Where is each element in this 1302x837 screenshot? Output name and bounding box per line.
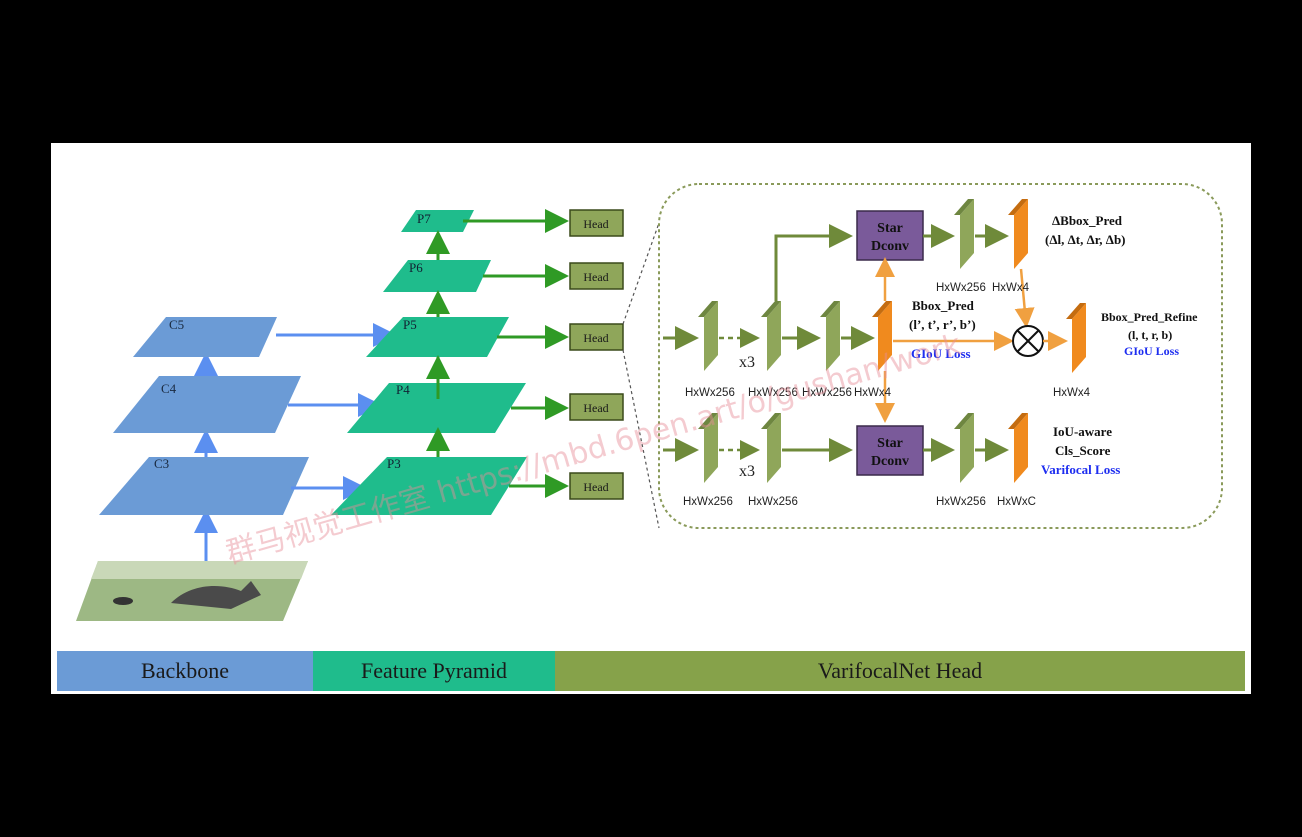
dim-refine-out: HxWx4 xyxy=(1053,387,1091,399)
pyramid-p5: P5 xyxy=(366,317,509,357)
dim-top-star-out: HxWx256 xyxy=(936,282,986,294)
x3-top-label: x3 xyxy=(739,354,755,371)
top-star-out-feature xyxy=(954,199,974,269)
bbox-refine-vars: (l, t, r, b) xyxy=(1128,328,1172,342)
p3-label: P3 xyxy=(387,456,401,471)
giou-loss-2: GIoU Loss xyxy=(1124,344,1179,358)
head-p7: Head xyxy=(569,209,624,237)
star-dconv-top-label-2: Dconv xyxy=(871,239,909,254)
dim-top-mid1: HxWx256 xyxy=(748,387,798,399)
x3-bottom-label: x3 xyxy=(739,463,755,480)
bbox-pred-title: Bbox_Pred xyxy=(912,298,975,313)
bottom-input-feature xyxy=(698,413,718,483)
star-dconv-bottom: Star Dconv xyxy=(856,425,924,476)
input-image xyxy=(76,561,308,621)
pyramid-p4: P4 xyxy=(347,382,526,433)
p5-label: P5 xyxy=(403,317,417,332)
star-dconv-top-label-1: Star xyxy=(877,221,903,236)
bbox-refine-feature xyxy=(1066,303,1086,373)
p4-label: P4 xyxy=(396,382,410,397)
head-detail-panel xyxy=(658,183,1223,529)
dim-top-mid2: HxWx256 xyxy=(802,387,852,399)
pyramid-p6: P6 xyxy=(383,260,491,292)
dim-top-bbox: HxWx4 xyxy=(854,387,892,399)
head-label: Head xyxy=(583,217,608,231)
diagram-canvas: C3 C4 C5 P3 P4 P5 P6 P7 xyxy=(51,143,1251,694)
star-dconv-top: Star Dconv xyxy=(856,210,924,261)
delta-bbox-vars: (Δl, Δt, Δr, Δb) xyxy=(1045,232,1126,247)
pyramid-p7: P7 xyxy=(401,210,474,232)
head-p6: Head xyxy=(569,262,624,290)
legend-varifocal-head: VarifocalNet Head xyxy=(555,651,1245,691)
head-label: Head xyxy=(583,331,608,345)
dim-top-in: HxWx256 xyxy=(685,387,735,399)
c3-label: C3 xyxy=(154,456,169,471)
architecture-diagram: C3 C4 C5 P3 P4 P5 P6 P7 xyxy=(76,183,1223,621)
dim-top-delta: HxWx4 xyxy=(992,282,1030,294)
backbone-c3: C3 xyxy=(99,456,309,515)
legend-head-label: VarifocalNet Head xyxy=(817,658,983,683)
pyramid-p3: P3 xyxy=(331,456,527,515)
star-dconv-bottom-label-2: Dconv xyxy=(871,454,909,469)
iou-aware-label-2: Cls_Score xyxy=(1055,443,1111,458)
head-p4: Head xyxy=(569,393,624,421)
legend-backbone: Backbone xyxy=(57,651,313,691)
p7-label: P7 xyxy=(417,211,431,226)
top-mid-feature-1 xyxy=(761,301,781,371)
dim-bot-star-out: HxWx256 xyxy=(936,496,986,508)
backbone-c4: C4 xyxy=(113,376,301,433)
delta-bbox-feature xyxy=(1008,199,1028,269)
backbone-c5: C5 xyxy=(133,317,277,357)
head-label: Head xyxy=(583,270,608,284)
top-mid-feature-2 xyxy=(820,301,840,371)
cls-score-feature xyxy=(1008,413,1028,483)
dim-bot-in: HxWx256 xyxy=(683,496,733,508)
dim-bot-mid: HxWx256 xyxy=(748,496,798,508)
c4-label: C4 xyxy=(161,381,177,396)
delta-bbox-title: ΔBbox_Pred xyxy=(1052,213,1123,228)
bottom-star-out-feature xyxy=(954,413,974,483)
head-p3: Head xyxy=(569,472,624,500)
bbox-pred-feature xyxy=(872,301,892,371)
dim-bot-cls: HxWxC xyxy=(997,496,1036,508)
iou-aware-label-1: IoU-aware xyxy=(1053,424,1112,439)
p6-label: P6 xyxy=(409,260,423,275)
head-p5: Head xyxy=(569,323,624,351)
giou-loss-1: GIoU Loss xyxy=(911,346,971,361)
top-input-feature xyxy=(698,301,718,371)
star-dconv-bottom-label-1: Star xyxy=(877,436,903,451)
head-label: Head xyxy=(583,401,608,415)
head-label: Head xyxy=(583,480,608,494)
legend-backbone-label: Backbone xyxy=(141,658,229,683)
bottom-mid-feature xyxy=(761,413,781,483)
bbox-refine-title: Bbox_Pred_Refine xyxy=(1101,310,1198,324)
bbox-pred-vars: (l’, t’, r’, b’) xyxy=(909,317,976,332)
legend-pyramid-label: Feature Pyramid xyxy=(360,658,508,683)
legend-feature-pyramid: Feature Pyramid xyxy=(313,651,555,691)
c5-label: C5 xyxy=(169,317,184,332)
varifocal-loss-label: Varifocal Loss xyxy=(1041,462,1120,477)
